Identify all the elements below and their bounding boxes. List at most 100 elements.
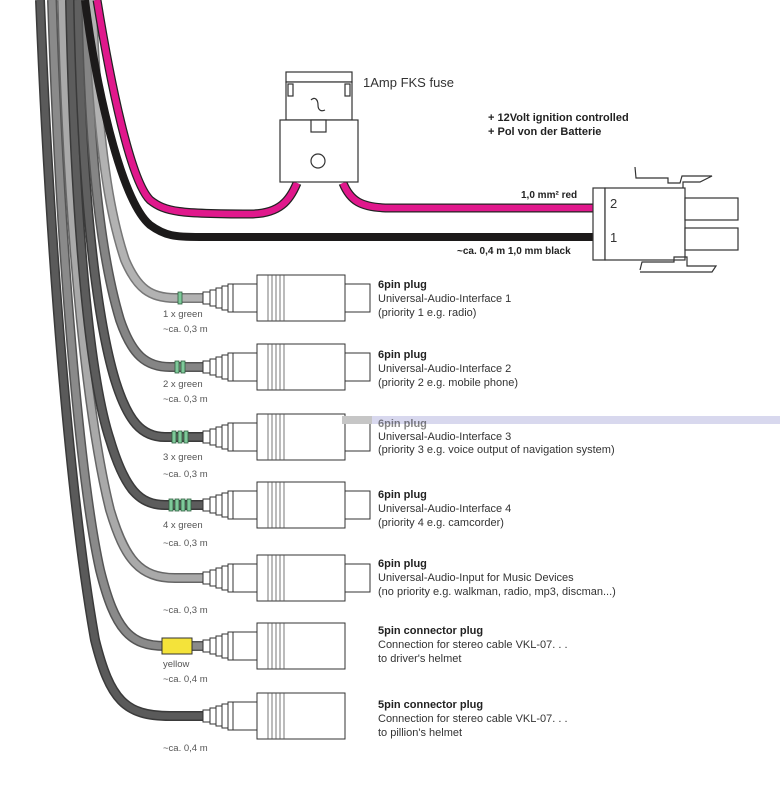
cable-3-desc-line2: (priority 3 e.g. voice output of navigat…: [378, 444, 615, 456]
green-marker-icon: [186, 498, 192, 512]
green-marker-icon: [177, 291, 183, 305]
plug-5-neck: [232, 563, 258, 593]
black-power-wire: [81, 0, 600, 241]
cable-3-plug-title: 6pin plug: [378, 418, 427, 430]
plug-2-ring: [215, 356, 223, 378]
plug-7-ring: [202, 709, 211, 723]
cable-5-desc-line1: Universal-Audio-Input for Music Devices: [378, 572, 574, 584]
fuse-label: 1Amp FKS fuse: [363, 75, 455, 90]
power-note-line2: + Pol von der Batterie: [488, 126, 602, 138]
cable-1-length: ~ca. 0,3 m: [163, 324, 208, 335]
green-marker-icon: [168, 498, 174, 512]
plug-4-ring: [215, 494, 223, 516]
plug-2-body: [256, 343, 346, 391]
plug-1-tip: [344, 283, 371, 313]
plug-5-ring: [215, 567, 223, 589]
cable-1-plug-title: 6pin plug: [378, 279, 427, 291]
plug-5-ring: [221, 565, 229, 591]
cable-4-plug-title: 6pin plug: [378, 489, 427, 501]
cable-1-desc-line1: Universal-Audio-Interface 1: [378, 293, 512, 305]
plug-7-neck: [232, 701, 258, 731]
plug-3-ring: [227, 422, 234, 452]
cable-7-desc-line2: to pillion's helmet: [378, 727, 463, 739]
cable-7-plug-title: 5pin connector plug: [378, 699, 484, 711]
plug-3-body: [256, 413, 346, 461]
overlay-artifact-band: [342, 416, 780, 424]
cable-7-length: ~ca. 0,4 m: [163, 743, 208, 754]
cable-4-length: ~ca. 0,3 m: [163, 538, 208, 549]
pin-1-label: 1: [610, 230, 618, 245]
plug-2-ring: [227, 352, 234, 382]
plug-4-ring: [209, 496, 217, 514]
plug-6-body: [256, 622, 346, 670]
plug-6-ring: [227, 631, 234, 661]
plug-5-body: [256, 554, 346, 602]
red-wire-label: 1,0 mm² red: [521, 190, 578, 201]
black-wire-label: ~ca. 0,4 m 1,0 mm black: [457, 246, 571, 257]
plug-3-tip: [344, 422, 371, 452]
plug-1-ring: [209, 289, 217, 307]
plug-6-ring: [215, 635, 223, 657]
plug-5-ring: [202, 571, 211, 585]
plug-3-ring: [209, 428, 217, 446]
plug-7-ring: [215, 705, 223, 727]
power-note-line1: + 12Volt ignition controlled: [488, 112, 629, 124]
plug-6-ring: [202, 639, 211, 653]
plug-5-tip: [344, 563, 371, 593]
plug-4-ring: [227, 490, 234, 520]
green-marker-icon: [171, 430, 177, 444]
cable-6-plug-title: 5pin connector plug: [378, 625, 484, 637]
green-marker-icon: [183, 430, 189, 444]
cable-7-desc-line1: Connection for stereo cable VKL-07. . .: [378, 713, 568, 725]
fuse-holder: [279, 71, 359, 183]
plug-6-ring: [221, 633, 229, 659]
plug-4-ring: [221, 492, 229, 518]
plug-2-ring: [209, 358, 217, 376]
plug-1-ring: [221, 285, 229, 311]
cable-1-marker-label: 1 x green: [163, 309, 203, 320]
power-connector: [592, 166, 739, 273]
cable-5-desc-line2: (no priority e.g. walkman, radio, mp3, d…: [378, 586, 616, 598]
cable-2-desc-line1: Universal-Audio-Interface 2: [378, 363, 512, 375]
plug-1-body: [256, 274, 346, 322]
cable-4-desc-line1: Universal-Audio-Interface 4: [378, 503, 512, 515]
plug-3-ring: [215, 426, 223, 448]
cable-5-length: ~ca. 0,3 m: [163, 605, 208, 616]
green-marker-icon: [177, 430, 183, 444]
plug-7-body: [256, 692, 346, 740]
plug-2-neck: [232, 352, 258, 382]
cable-2-desc-line2: (priority 2 e.g. mobile phone): [378, 377, 519, 389]
plug-5-ring: [227, 563, 234, 593]
cable-bundle: [35, 0, 600, 721]
cable-3-desc-line1: Universal-Audio-Interface 3: [378, 431, 512, 443]
pin-2-label: 2: [610, 196, 618, 211]
plug-2-tip: [344, 352, 371, 382]
green-marker-icon: [174, 498, 180, 512]
cable-2-marker-label: 2 x green: [163, 379, 203, 390]
plug-6-ring: [209, 637, 217, 655]
cable-2-plug-title: 6pin plug: [378, 349, 427, 361]
cable-5-plug-title: 6pin plug: [378, 558, 427, 570]
cable-2-length: ~ca. 0,3 m: [163, 394, 208, 405]
fuse-indicator-icon: [310, 153, 326, 169]
cable-1-desc-line2: (priority 1 e.g. radio): [378, 307, 477, 319]
cable-6-desc-line1: Connection for stereo cable VKL-07. . .: [378, 639, 568, 651]
plug-2-ring: [202, 360, 211, 374]
plug-3-neck: [232, 422, 258, 452]
plug-5-ring: [209, 569, 217, 587]
overlay-artifact-segment: [342, 416, 372, 424]
green-marker-icon: [180, 360, 186, 374]
cable-3-marker-label: 3 x green: [163, 452, 203, 463]
plug-1-ring: [215, 287, 223, 309]
plug-1-ring: [202, 291, 211, 305]
plug-4-ring: [202, 498, 211, 512]
plug-6-neck: [232, 631, 258, 661]
cable-4-desc-line2: (priority 4 e.g. camcorder): [378, 517, 504, 529]
plug-7-ring: [221, 703, 229, 729]
yellow-marker-icon: [161, 637, 193, 655]
plug-2-ring: [221, 354, 229, 380]
green-marker-icon: [180, 498, 186, 512]
plug-1-neck: [232, 283, 258, 313]
cable-6-desc-line2: to driver's helmet: [378, 653, 462, 665]
